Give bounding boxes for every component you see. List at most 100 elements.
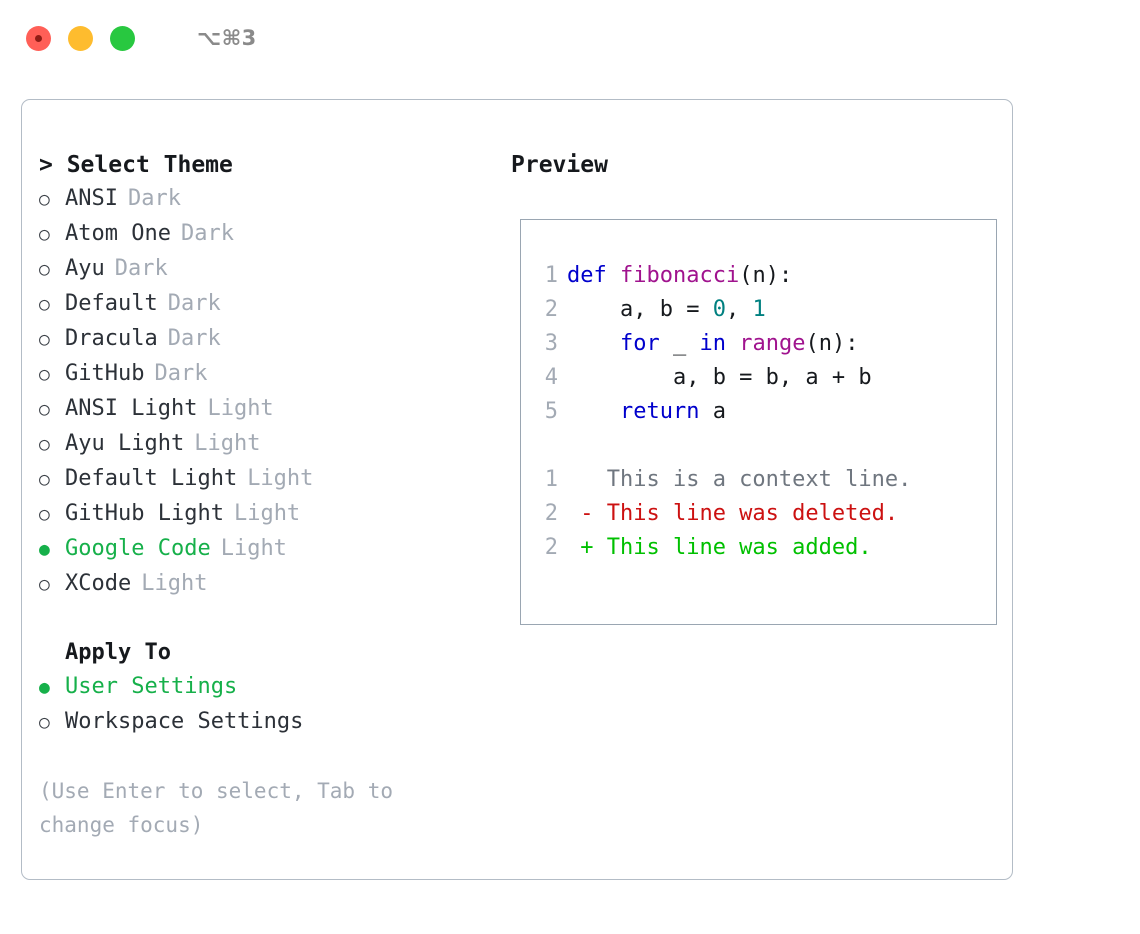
apply-to-list: ● User Settings ○ Workspace Settings [39,670,502,740]
code-line-text: a, b = b, a + b [567,361,872,395]
apply-to-option-user-settings[interactable]: ● User Settings [39,670,502,705]
radio-empty-icon[interactable]: ○ [39,189,50,210]
code-line: 4 a, b = b, a + b [521,361,996,395]
code-token-num: 0 [712,297,726,322]
theme-option-label: XCode [65,571,132,596]
close-button[interactable] [26,25,51,51]
diff-line-text: - This line was deleted. [567,501,899,526]
theme-option-label: Ayu Light [65,431,185,456]
theme-type-tag: Dark [127,186,181,211]
code-line-text: return a [567,395,726,429]
code-token-plain [567,331,620,356]
radio-empty-icon[interactable]: ○ [39,399,50,420]
code-line-text: a, b = 0, 1 [567,293,766,327]
line-number: 1 [544,467,558,492]
theme-option-label: Default Light [65,466,238,491]
line-number: 2 [544,501,558,526]
radio-empty-icon[interactable]: ○ [39,712,50,733]
code-token-fn: fibonacci [619,263,740,288]
theme-option-label: Atom One [65,221,171,246]
theme-type-tag: Dark [154,361,208,386]
diff-line-add: 2 + This line was added. [521,531,996,565]
diff-line-text: + This line was added. [567,535,872,560]
theme-option-google-code[interactable]: ● Google Code Light [39,532,502,567]
theme-option-label: GitHub Light [65,501,224,526]
code-token-kw: return [619,399,700,424]
diff-sample: 1 This is a context line. 2 - This line w… [521,463,996,565]
radio-selected-icon[interactable]: ● [39,677,50,698]
diff-line-text: This is a context line. [567,467,912,492]
shortcut-label: ⌥⌘3 [197,26,257,50]
radio-empty-icon[interactable]: ○ [39,294,50,315]
radio-empty-icon[interactable]: ○ [39,434,50,455]
apply-to-header: Apply To [65,640,171,665]
window-controls [26,25,135,51]
code-token-plain: , [725,297,753,322]
code-token-kw: for [619,331,660,356]
radio-empty-icon[interactable]: ○ [39,329,50,350]
radio-empty-icon[interactable]: ○ [39,364,50,385]
code-token-plain: (n): [739,263,793,288]
radio-empty-icon[interactable]: ○ [39,469,50,490]
radio-empty-icon[interactable]: ○ [39,574,50,595]
code-line-text: for _ in range(n): [567,327,858,361]
radio-empty-icon[interactable]: ○ [39,224,50,245]
code-line: 2 a, b = 0, 1 [521,293,996,327]
radio-empty-icon[interactable]: ○ [39,259,50,280]
theme-type-tag: Dark [114,256,168,281]
code-line: 5 return a [521,395,996,429]
code-token-plain: a [699,399,726,424]
section-title-text: Select Theme [66,152,233,178]
radio-empty-icon[interactable]: ○ [39,504,50,525]
code-line-text: def fibonacci(n): [567,259,792,293]
theme-option-label: Ayu [65,256,105,281]
theme-type-tag: Light [207,396,274,421]
apply-to-option-label: Workspace Settings [65,709,304,734]
theme-type-tag: Light [220,536,287,561]
window-titlebar: ⌥⌘3 [0,0,1140,76]
code-token-kw: in [699,331,726,356]
theme-type-tag: Dark [167,326,221,351]
code-token-plain: (n): [805,331,859,356]
page-title: > Select Theme [39,148,502,182]
theme-option-label: Google Code [65,536,211,561]
preview-title: Preview [511,152,608,178]
code-token-fn: range [739,331,806,356]
code-token-num: 1 [752,297,766,322]
line-number: 4 [544,365,558,390]
line-number: 3 [544,331,558,356]
code-token-plain [567,399,620,424]
line-number: 5 [544,399,558,424]
zoom-button[interactable] [110,25,135,51]
theme-type-tag: Light [141,571,208,596]
theme-option-dracula[interactable]: ○ Dracula Dark [39,322,502,357]
preview-spacer [521,429,996,463]
keyboard-hint: (Use Enter to select, Tab to change focu… [39,779,406,837]
theme-option-label: Dracula [65,326,158,351]
diff-line-ctx: 1 This is a context line. [521,463,996,497]
theme-option-ayu[interactable]: ○ Ayu Dark [39,252,502,287]
radio-selected-icon[interactable]: ● [39,539,50,560]
apply-to-option-workspace-settings[interactable]: ○ Workspace Settings [39,705,502,740]
code-token-plain: a, b = b, a + b [567,365,872,390]
theme-option-xcode[interactable]: ○ XCode Light [39,567,502,602]
minimize-button[interactable] [68,25,93,51]
code-token-kw: def [567,263,620,288]
focus-indicator: > [39,152,67,178]
apply-to-option-label: User Settings [65,674,238,699]
theme-option-label: Default [65,291,158,316]
